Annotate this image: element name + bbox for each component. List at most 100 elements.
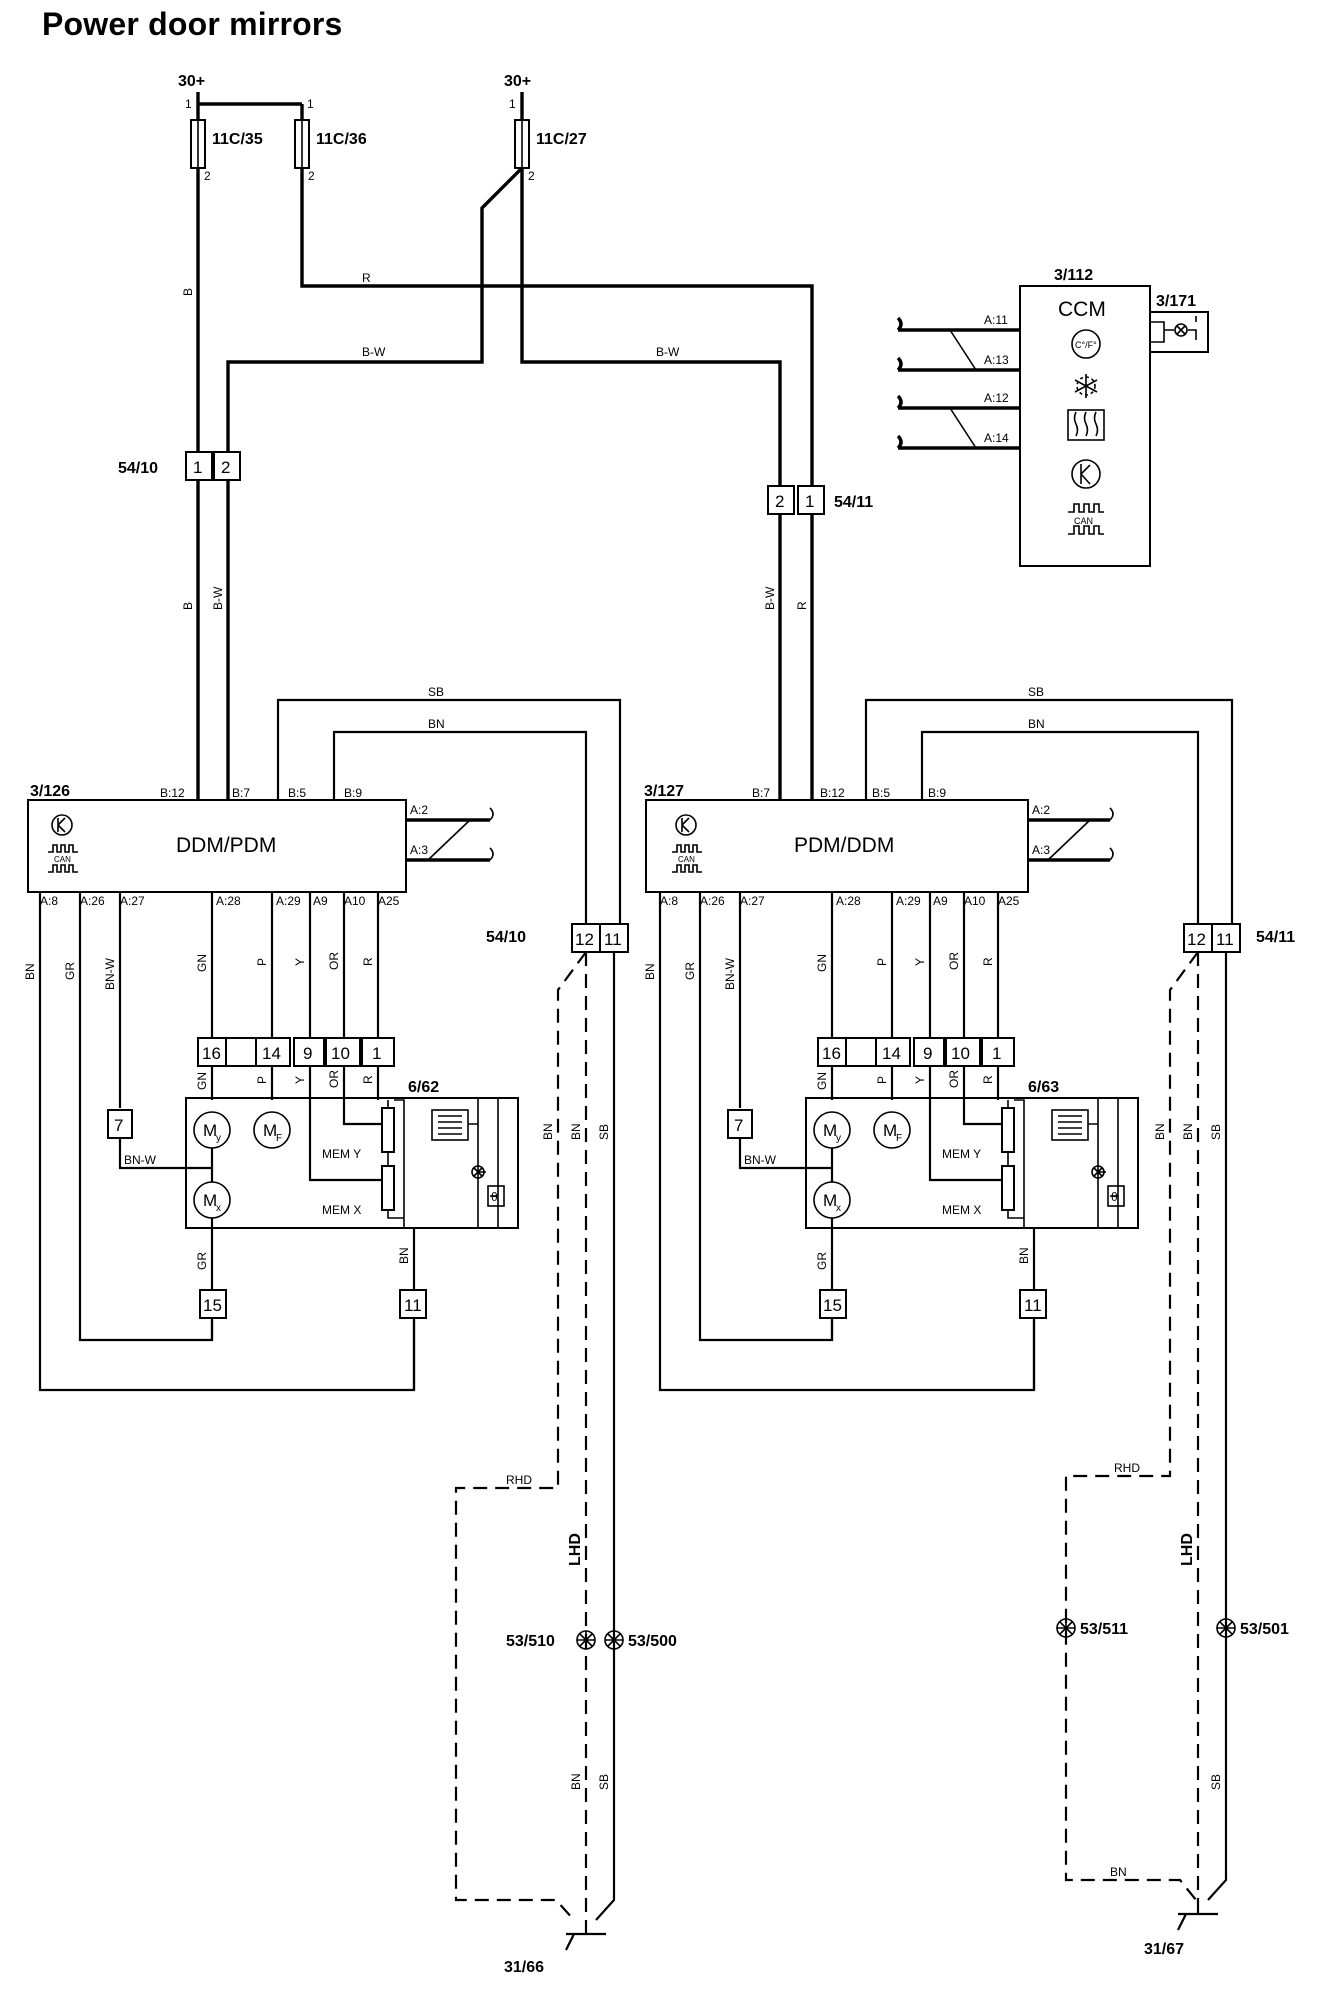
svg-text:M: M bbox=[203, 1191, 217, 1210]
wire-label: Y bbox=[293, 958, 307, 966]
wire-label: GN bbox=[195, 1072, 209, 1090]
pin-number: 1 bbox=[805, 492, 814, 511]
mem-x-label: MEM X bbox=[322, 1203, 361, 1217]
connector-pin-9 bbox=[913, 1037, 945, 1067]
pin-number: 9 bbox=[923, 1044, 932, 1063]
ground-label-31-67: 31/67 bbox=[1144, 1941, 1184, 1958]
connector-label-54-10: 54/10 bbox=[486, 929, 526, 946]
ground-icon bbox=[565, 1920, 606, 1951]
svg-text:CAN: CAN bbox=[1074, 516, 1093, 526]
connector-54-11-pin2 bbox=[767, 485, 795, 515]
connector-pin-12 bbox=[1183, 923, 1213, 953]
fuse-pin-label: 2 bbox=[308, 169, 315, 183]
pin-label: A:26 bbox=[80, 894, 105, 908]
svg-text:CAN: CAN bbox=[54, 855, 71, 864]
left-ground-leg: 54/10 12 11 RHD LHD BN BN BN SB SB 53/51… bbox=[454, 923, 677, 1976]
wire-sb-right bbox=[864, 698, 1234, 940]
variant-label: LHD bbox=[567, 1533, 584, 1566]
wire-label: GN bbox=[815, 1072, 829, 1090]
sb-path-left bbox=[595, 952, 616, 1921]
wire-label: BN bbox=[397, 1247, 411, 1264]
lamp-icon bbox=[1091, 1165, 1105, 1179]
left-module-id: 3/126 bbox=[30, 783, 70, 800]
wire-label: BN-W bbox=[124, 1153, 157, 1167]
left-door-module: 3/126 DDM/PDM CAN B:12 B:7 B:5 B:9 A:2 A… bbox=[27, 685, 622, 940]
wire-label: P bbox=[875, 958, 889, 966]
wire-label: P bbox=[255, 958, 269, 966]
svg-text:θ: θ bbox=[491, 1190, 498, 1204]
pin-label: B:7 bbox=[752, 786, 770, 800]
wire-label: B-W bbox=[362, 345, 386, 359]
wire-bn-right bbox=[920, 730, 1200, 940]
wire-label: BN bbox=[541, 1123, 555, 1140]
wire-bw-left bbox=[226, 166, 524, 452]
connector-label-54-11: 54/11 bbox=[834, 494, 873, 511]
pin-label: A25 bbox=[378, 894, 400, 908]
pin-label: A:2 bbox=[410, 803, 428, 817]
motor-icon: MF bbox=[253, 1111, 291, 1149]
splice-icon bbox=[576, 1630, 596, 1650]
wire-bw-right bbox=[520, 168, 782, 486]
pin-number: 7 bbox=[114, 1116, 123, 1135]
splice-icon bbox=[1216, 1618, 1236, 1638]
ac-snowflake-icon bbox=[1074, 374, 1098, 398]
wire-label: GR bbox=[195, 1252, 209, 1270]
connector-pin-7 bbox=[107, 1109, 133, 1139]
mirror-feed-right bbox=[830, 1066, 1002, 1182]
connector-pin-1 bbox=[361, 1037, 395, 1067]
left-module-name: DDM/PDM bbox=[176, 834, 276, 857]
wire-label: GR bbox=[815, 1252, 829, 1270]
splice-label-53-510: 53/510 bbox=[506, 1633, 555, 1650]
wire-label: B bbox=[181, 288, 195, 296]
connector-pin-7 bbox=[727, 1109, 753, 1139]
ccm-inputs: A:11 A:13 A:12 A:14 bbox=[896, 313, 1020, 450]
right-mirror-connector: 16 14 9 10 1 bbox=[817, 1037, 1015, 1067]
lamp-icon bbox=[1174, 323, 1188, 337]
svg-text:y: y bbox=[836, 1133, 841, 1144]
potentiometer-y bbox=[1001, 1107, 1015, 1153]
connector-pin-1 bbox=[981, 1037, 1015, 1067]
fuse-pin-label: 1 bbox=[185, 97, 192, 111]
can-bus-icon: CAN bbox=[672, 844, 702, 873]
pin-number: 1 bbox=[992, 1044, 1001, 1063]
svg-text:M: M bbox=[203, 1121, 217, 1140]
pin-label: B:12 bbox=[820, 786, 845, 800]
wire-label: R bbox=[981, 957, 995, 966]
wire-label: R bbox=[795, 601, 809, 610]
pin-label: A:13 bbox=[984, 353, 1009, 367]
right-ground-leg: 54/11 12 11 RHD LHD BN BN BN SB SB 53/51… bbox=[1056, 923, 1295, 1958]
connector-blank bbox=[845, 1037, 877, 1067]
splice-icon bbox=[604, 1630, 624, 1650]
page-title: Power door mirrors bbox=[42, 6, 343, 42]
sb-path-right bbox=[1207, 952, 1228, 1901]
thermostat-icon: θ bbox=[487, 1185, 505, 1207]
wire-label: GR bbox=[63, 962, 77, 980]
pin-label: A:3 bbox=[1032, 843, 1050, 857]
wire-label: P bbox=[255, 1076, 269, 1084]
ccm-box bbox=[1019, 285, 1151, 567]
potentiometer-x bbox=[1001, 1165, 1015, 1211]
pin-label: A:11 bbox=[984, 313, 1008, 327]
wire-label: BN bbox=[428, 717, 445, 731]
thermostat-icon: θ bbox=[1107, 1185, 1125, 1207]
mem-x-label: MEM X bbox=[942, 1203, 981, 1217]
wire-sb-left bbox=[276, 698, 622, 940]
wire-label: BN bbox=[23, 963, 37, 980]
pin-label: B:9 bbox=[928, 786, 946, 800]
pin-label: A10 bbox=[344, 894, 366, 908]
wire-label: Y bbox=[913, 958, 927, 966]
splice-label-53-501: 53/501 bbox=[1240, 1621, 1289, 1638]
pin-label: A:14 bbox=[984, 431, 1009, 445]
pin-label: A:27 bbox=[120, 894, 145, 908]
supply-label-right: 30+ bbox=[504, 73, 531, 90]
right-mirror-box bbox=[805, 1097, 1139, 1229]
wire-label: OR bbox=[947, 1070, 961, 1088]
wire-label: SB bbox=[597, 1124, 611, 1140]
splice-label-53-500: 53/500 bbox=[628, 1633, 677, 1650]
pin-number: 11 bbox=[604, 930, 622, 949]
wire-label: GN bbox=[195, 954, 209, 972]
svg-text:x: x bbox=[216, 1203, 221, 1214]
svg-text:F: F bbox=[896, 1133, 902, 1144]
pin-label: A:26 bbox=[700, 894, 725, 908]
wire-label: BN bbox=[1181, 1123, 1195, 1140]
